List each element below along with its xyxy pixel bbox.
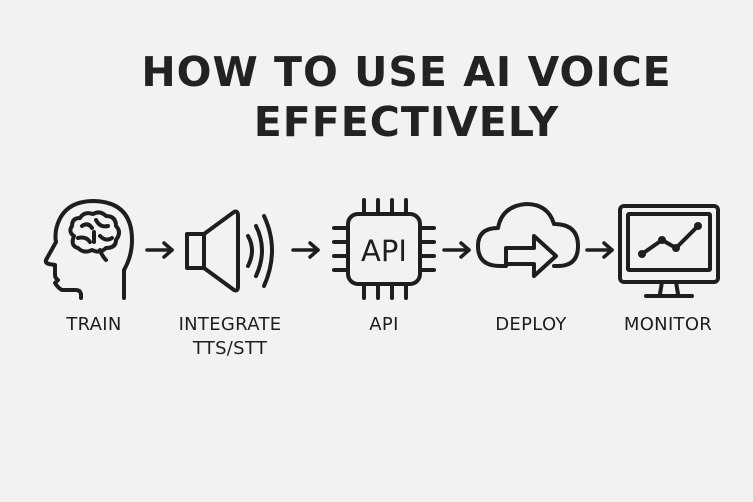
chip-api-text: API [361,234,407,268]
step-label-monitor: MONITOR [623,314,713,335]
flow-arrow-1 [145,240,175,264]
chip-api-icon: API [330,198,438,302]
title-line-2: EFFECTIVELY [253,98,560,146]
speaker-sound-icon [184,208,278,293]
cloud-arrow-icon [476,200,582,290]
step-label-api: API [369,314,399,335]
step-label-train: TRAIN [66,314,122,335]
flow-arrow-2 [291,240,321,264]
title-line-1: HOW TO USE AI VOICE [141,48,672,96]
step-label-integrate: INTEGRATE TTS/STT [168,313,292,361]
monitor-chart-icon [618,204,722,302]
step-label-deploy: DEPLOY [495,314,567,335]
flow-arrow-3 [442,240,472,264]
step-label-integrate-line-1: INTEGRATE [178,314,282,335]
flow-arrow-4 [585,240,615,264]
step-label-integrate-line-2: TTS/STT [192,338,268,359]
head-brain-icon [43,198,134,300]
